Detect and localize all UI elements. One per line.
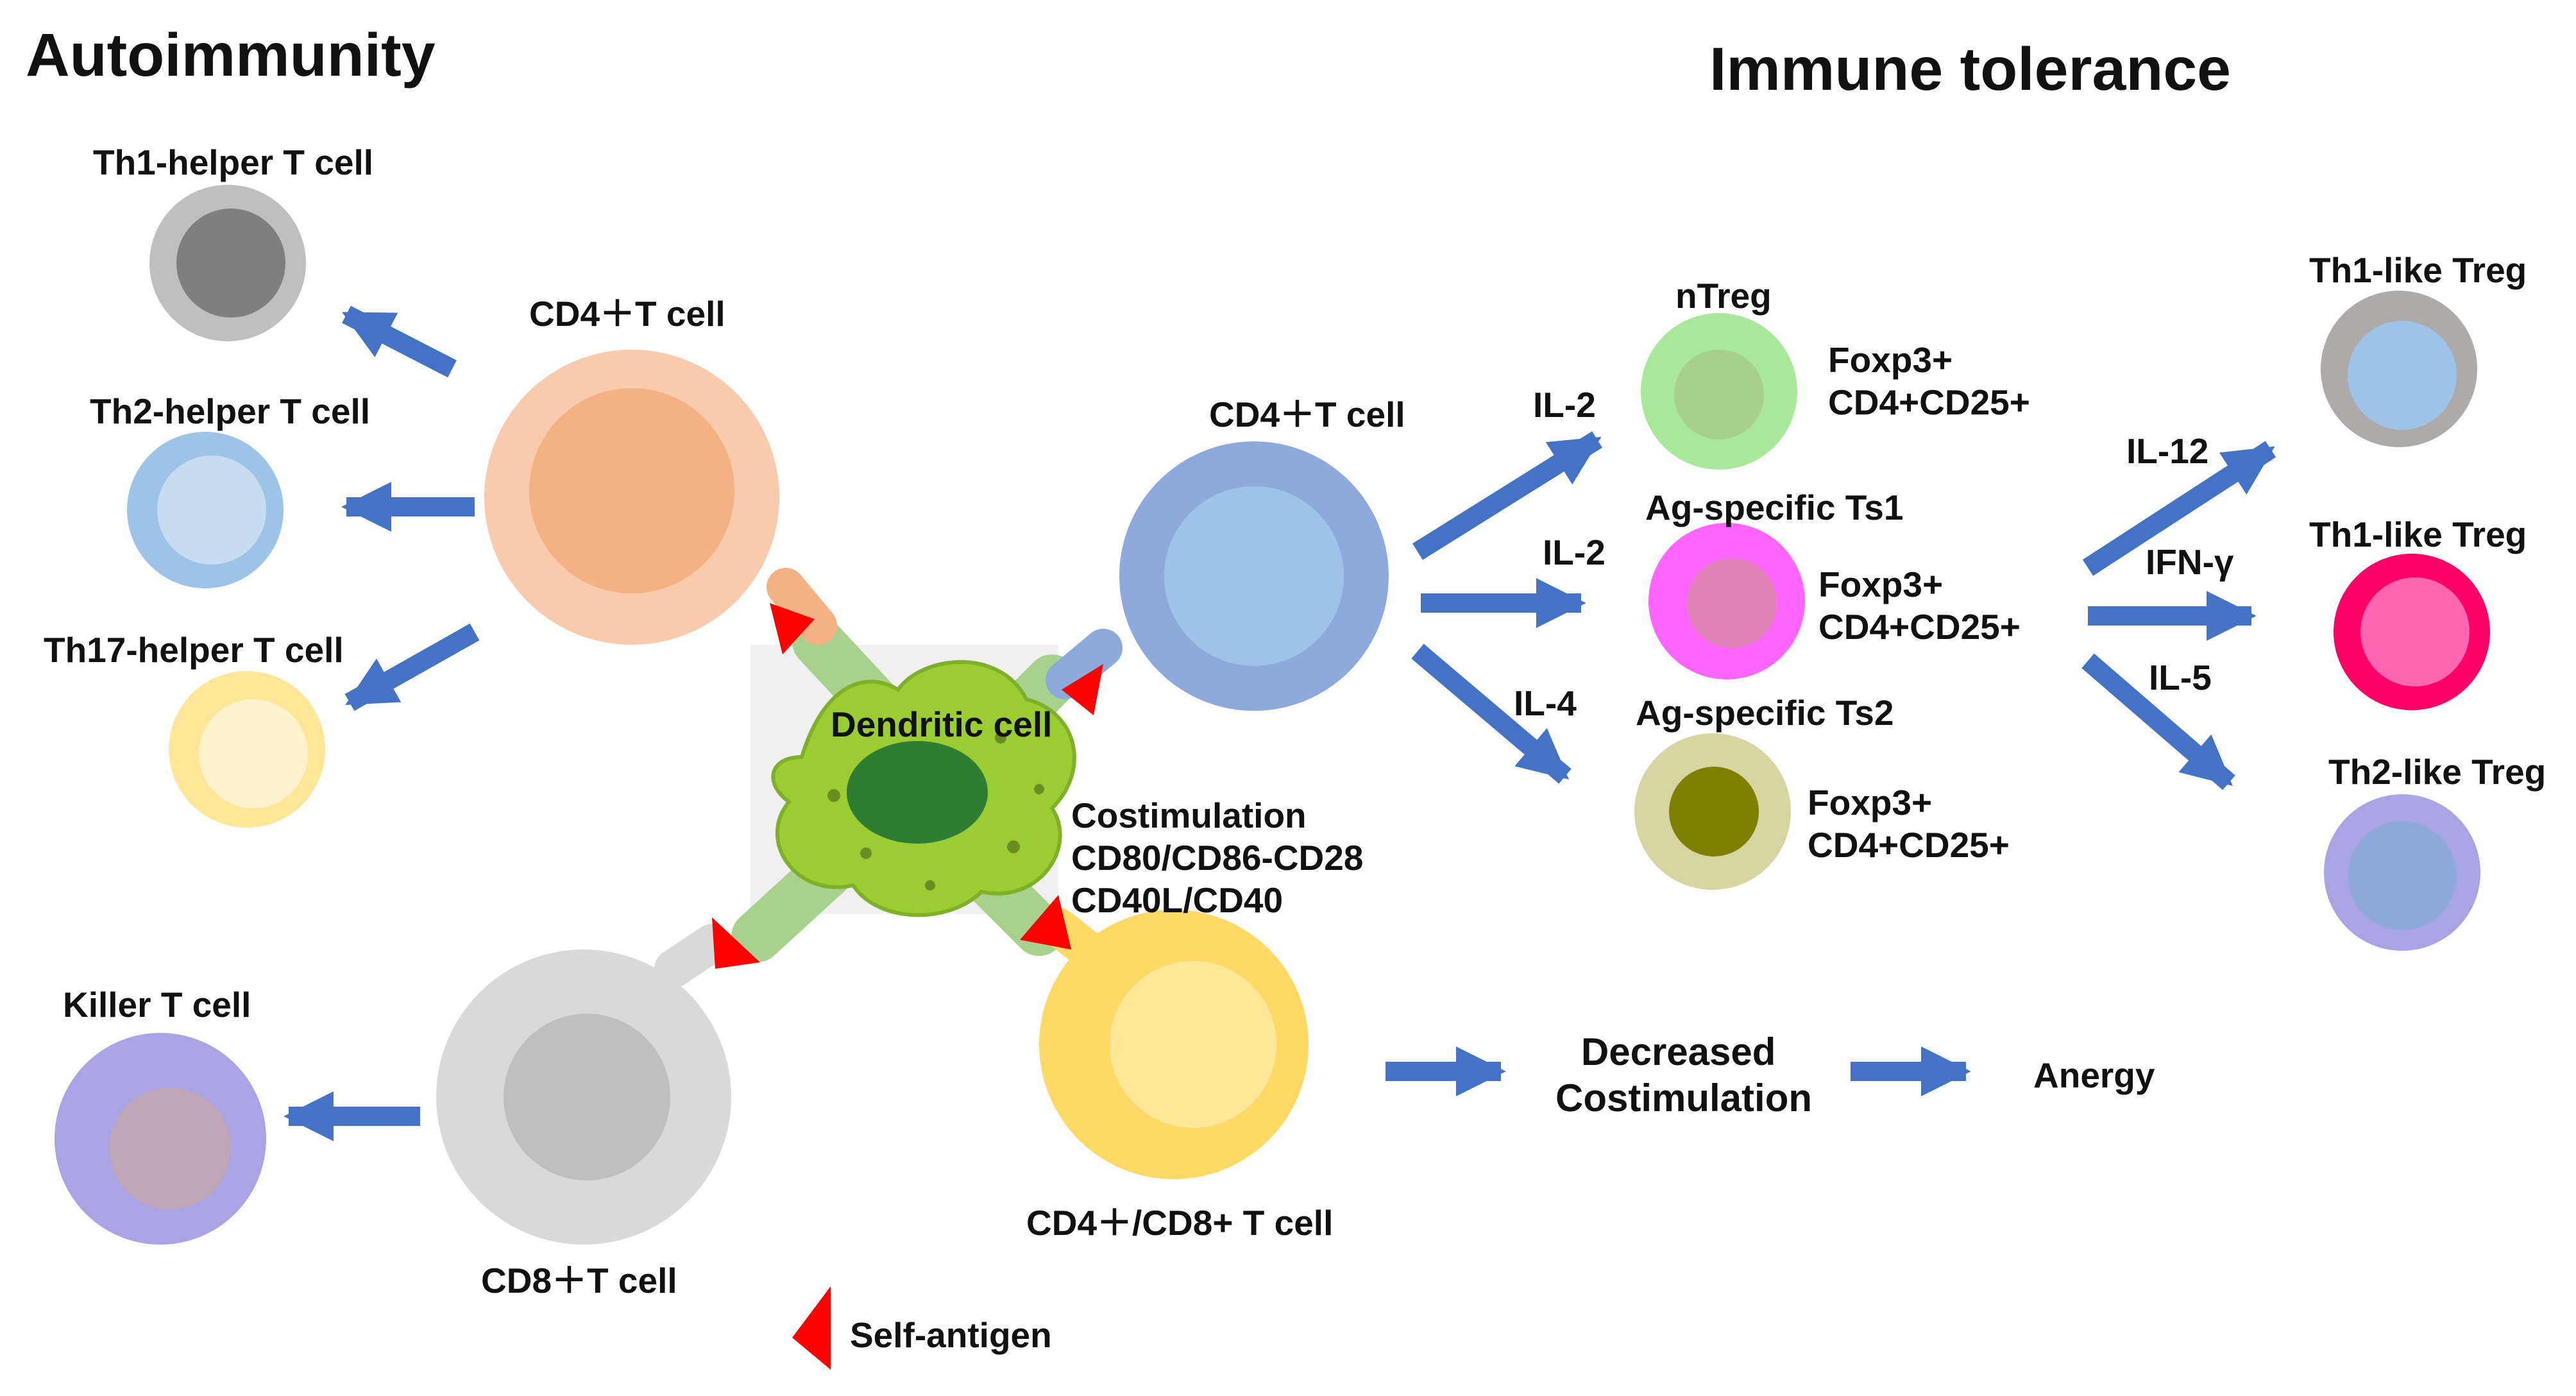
label-ntreg-markers: Foxp3+ CD4+CD25+ [1828,340,2030,422]
arrow-cd4-to-ntreg [1412,431,1602,560]
label-cd4-cd8-t-cell: CD4＋/CD8+ T cell [1026,1203,1333,1243]
heading-immune-tolerance: Immune tolerance [1709,35,2231,103]
label-il12: IL-12 [2126,431,2208,471]
label-il2-a: IL-2 [1533,385,1596,425]
th2-helper-cell [127,432,284,588]
ts2-cell [1634,733,1791,890]
label-th1-like-treg-b: Th1-like Treg [2309,515,2527,554]
cd8-t-cell [436,949,731,1245]
killer-t-cell [55,1033,266,1245]
ts1-cell [1648,523,1805,679]
label-killer-t-cell: Killer T cell [63,985,251,1025]
th1-like-treg-cell-b [2334,554,2490,710]
arrow-cd4-to-ts2 [1411,643,1572,784]
th2-like-treg-cell [2324,794,2480,951]
label-ntreg: nTreg [1675,276,1772,316]
label-th1-like-treg-a: Th1-like Treg [2309,250,2527,290]
self-antigen-legend-triangle [792,1286,831,1370]
cd4-cd8-t-cell [1039,910,1309,1179]
label-ts1: Ag-specific Ts1 [1645,488,1903,527]
label-ifn-gamma: IFN-γ [2146,542,2234,582]
th17-helper-cell [169,671,325,828]
th1-like-treg-cell-a [2321,291,2477,447]
label-dendritic-cell: Dendritic cell [831,704,1052,744]
self-antigen-triangle [712,917,760,969]
cd4-t-cell-left [484,350,779,645]
arrow-ts1-to-th2-like [2081,653,2235,790]
label-self-antigen: Self-antigen [850,1315,1052,1355]
label-ts2: Ag-specific Ts2 [1636,693,1894,733]
label-ts1-markers: Foxp3+ CD4+CD25+ [1818,565,2021,647]
label-il2-b: IL-2 [1543,532,1606,572]
label-il4: IL-4 [1514,683,1577,723]
label-costimulation: Costimulation CD80/CD86-CD28 CD40L/CD40 [1071,796,1373,920]
label-decreased-costimulation: Decreased Costimulation [1555,1030,1812,1119]
self-antigen-triangle [1020,895,1071,949]
label-anergy: Anergy [2033,1055,2155,1095]
arrow-cd4-to-th17 [344,623,480,711]
label-th2-like-treg: Th2-like Treg [2328,752,2546,792]
th1-helper-cell [149,185,306,341]
label-th2-helper: Th2-helper T cell [90,391,370,431]
label-th17-helper: Th17-helper T cell [44,630,344,670]
label-cd8-t-cell: CD8＋T cell [481,1261,677,1300]
label-ts2-markers: Foxp3+ CD4+CD25+ [1808,783,2010,865]
ntreg-cell [1641,313,1797,470]
cd4-t-cell-right [1119,441,1389,711]
heading-autoimmunity: Autoimmunity [26,21,436,89]
self-antigens [712,603,1103,1370]
self-antigen-triangle [770,603,815,654]
self-antigen-triangle [1062,664,1103,715]
arrow-ts1-to-th1-like-a [2082,441,2276,576]
dendritic-cell [771,660,1076,917]
dendritic-nucleus [847,741,988,844]
arrows [284,305,2276,1141]
label-cd4-t-cell-left: CD4＋T cell [529,294,725,334]
label-th1-helper: Th1-helper T cell [93,142,373,182]
label-il5: IL-5 [2149,658,2212,697]
arrow-cd4-to-th1 [342,305,457,378]
label-cd4-t-cell-right: CD4＋T cell [1209,395,1405,434]
